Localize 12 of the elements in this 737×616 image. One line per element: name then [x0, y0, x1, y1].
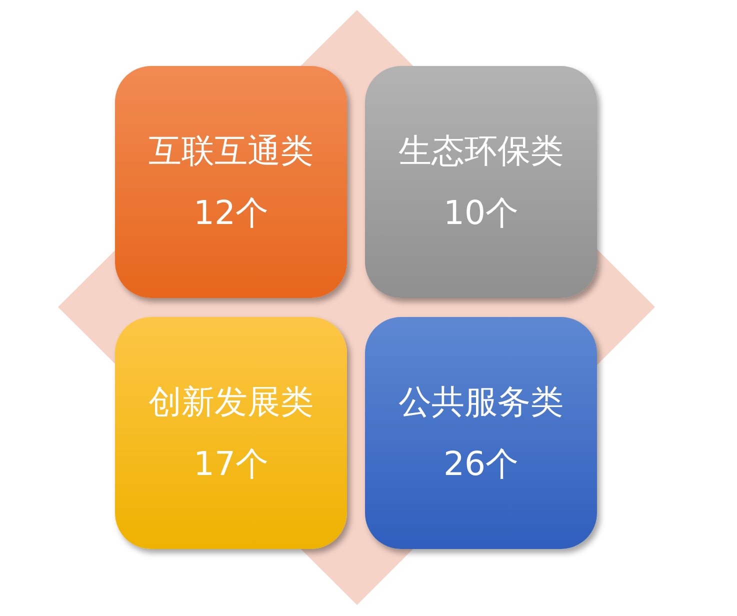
- category-card: [365, 317, 597, 549]
- category-heading: 公共服务类: [398, 382, 564, 422]
- category-card: [115, 317, 347, 549]
- category-heading: 生态环保类: [398, 131, 564, 171]
- count-text: 10个: [444, 193, 518, 233]
- category-heading: 创新发展类: [148, 382, 314, 422]
- category-card: [115, 66, 347, 298]
- count-text: 17个: [194, 444, 268, 484]
- category-heading: 互联互通类: [148, 131, 314, 171]
- category-card: [365, 66, 597, 298]
- count-text: 12个: [194, 193, 268, 233]
- count-text: 26个: [444, 444, 518, 484]
